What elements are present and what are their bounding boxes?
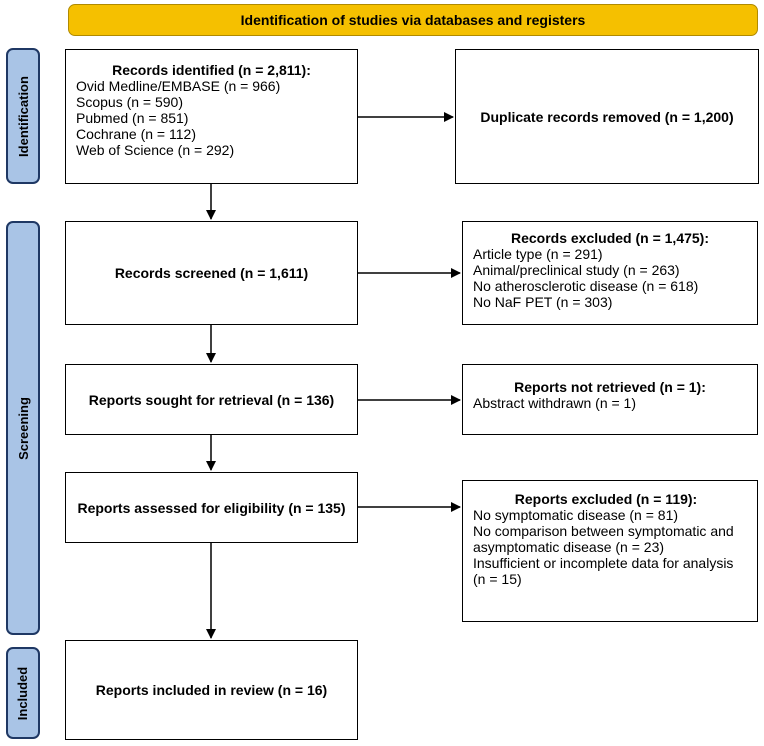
duplicates-removed-box: Duplicate records removed (n = 1,200) <box>455 49 759 184</box>
records-identified-title: Records identified (n = 2,811): <box>112 62 311 78</box>
reports-assessed-text: Reports assessed for eligibility (n = 13… <box>77 499 346 516</box>
phase-screening: Screening <box>6 221 40 635</box>
records-identified-line: Scopus (n = 590) <box>76 94 184 110</box>
phase-included: Included <box>6 647 40 739</box>
header-banner: Identification of studies via databases … <box>68 4 758 36</box>
reports-not-retrieved-line: Abstract withdrawn (n = 1) <box>473 395 637 411</box>
records-identified-line: Web of Science (n = 292) <box>76 142 235 158</box>
reports-not-retrieved-title: Reports not retrieved (n = 1): <box>514 379 706 395</box>
header-title: Identification of studies via databases … <box>240 12 586 28</box>
reports-not-retrieved-box: Reports not retrieved (n = 1): Abstract … <box>462 364 758 435</box>
records-identified-line: Cochrane (n = 112) <box>76 126 196 142</box>
records-excluded-box: Records excluded (n = 1,475): Article ty… <box>462 221 758 325</box>
reports-sought-text: Reports sought for retrieval (n = 136) <box>88 391 335 408</box>
records-screened-box: Records screened (n = 1,611) <box>65 221 358 325</box>
reports-excluded-title: Reports excluded (n = 119): <box>514 491 698 507</box>
records-identified-line: Pubmed (n = 851) <box>76 110 189 126</box>
records-identified-line: Ovid Medline/EMBASE (n = 966) <box>76 78 281 94</box>
records-excluded-line: No NaF PET (n = 303) <box>473 294 613 310</box>
records-excluded-line: No atherosclerotic disease (n = 618) <box>473 278 699 294</box>
records-excluded-line: Article type (n = 291) <box>473 246 603 262</box>
reports-excluded-line: No comparison between symptomatic and as… <box>473 523 734 555</box>
reports-included-box: Reports included in review (n = 16) <box>65 640 358 740</box>
reports-excluded-box: Reports excluded (n = 119): No symptomat… <box>462 480 758 622</box>
reports-assessed-box: Reports assessed for eligibility (n = 13… <box>65 472 358 543</box>
records-screened-text: Records screened (n = 1,611) <box>114 265 309 281</box>
records-excluded-title: Records excluded (n = 1,475): <box>510 230 710 246</box>
records-excluded-line: Animal/preclinical study (n = 263) <box>473 262 680 278</box>
reports-included-text: Reports included in review (n = 16) <box>95 682 328 698</box>
reports-sought-box: Reports sought for retrieval (n = 136) <box>65 364 358 435</box>
records-identified-box: Records identified (n = 2,811): Ovid Med… <box>65 49 358 184</box>
phase-identification: Identification <box>6 48 40 184</box>
duplicates-removed-text: Duplicate records removed (n = 1,200) <box>480 108 734 125</box>
reports-excluded-line: No symptomatic disease (n = 81) <box>473 507 679 523</box>
reports-excluded-line: Insufficient or incomplete data for anal… <box>473 555 734 587</box>
